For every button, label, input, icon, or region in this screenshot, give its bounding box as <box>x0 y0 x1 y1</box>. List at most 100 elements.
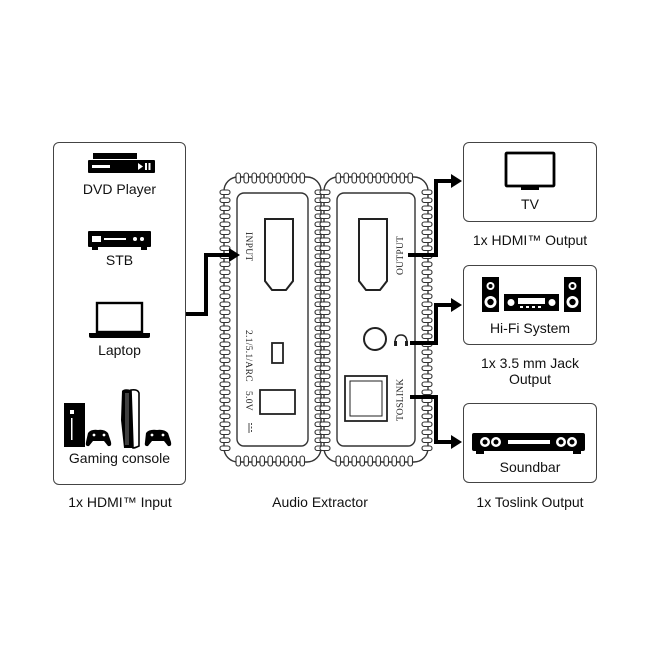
heatsink-rib <box>421 261 433 268</box>
heatsink-rib <box>219 317 231 324</box>
heatsink-rib <box>421 405 433 412</box>
heatsink-rib <box>314 269 326 276</box>
heatsink-rib <box>421 325 433 332</box>
heatsink-rib <box>421 365 433 372</box>
heatsink-rib <box>314 349 326 356</box>
heatsink-rib <box>219 437 231 444</box>
heatsink-rib <box>219 341 231 348</box>
heatsink-rib <box>319 349 331 356</box>
heatsink-rib <box>219 421 231 428</box>
heatsink-rib <box>319 221 331 228</box>
heatsink-rib <box>219 333 231 340</box>
heatsink-rib <box>421 245 433 252</box>
heatsink-rib <box>219 445 231 452</box>
toslink-port-label: TOSLINK <box>396 378 406 421</box>
heatsink-rib <box>319 317 331 324</box>
heatsink-rib <box>319 405 331 412</box>
heatsink-rib <box>319 445 331 452</box>
heatsink-rib <box>319 189 331 196</box>
heatsink-rib <box>267 172 274 184</box>
heatsink-rib <box>421 413 433 420</box>
heatsink-rib <box>219 253 231 260</box>
heatsink-rib <box>219 285 231 292</box>
heatsink-rib <box>235 455 242 467</box>
heatsink-rib <box>319 389 331 396</box>
heatsink-rib <box>251 172 258 184</box>
heatsink-rib <box>314 397 326 404</box>
heatsink-rib <box>367 455 374 467</box>
heatsink-rib <box>319 357 331 364</box>
heatsink-rib <box>319 269 331 276</box>
heatsink-rib <box>319 213 331 220</box>
heatsink-rib <box>399 172 406 184</box>
heatsink-rib <box>319 253 331 260</box>
heatsink-rib <box>421 253 433 260</box>
heatsink-rib <box>319 341 331 348</box>
heatsink-rib <box>314 421 326 428</box>
heatsink-rib <box>314 333 326 340</box>
heatsink-rib <box>314 365 326 372</box>
heatsink-rib <box>219 213 231 220</box>
heatsink-rib <box>219 309 231 316</box>
heatsink-rib <box>314 285 326 292</box>
heatsink-rib <box>421 237 433 244</box>
heatsink-rib <box>219 189 231 196</box>
laptop-label: Laptop <box>98 342 141 358</box>
soundbar-label: Soundbar <box>499 459 561 475</box>
heatsink-rib <box>391 172 398 184</box>
jack-output-caption-line1: 1x 3.5 mm Jack <box>480 355 580 371</box>
heatsink-rib <box>343 455 350 467</box>
heatsink-rib <box>219 237 231 244</box>
heatsink-rib <box>314 389 326 396</box>
heatsink-rib <box>219 397 231 404</box>
heatsink-rib <box>283 172 290 184</box>
heatsink-rib <box>243 172 250 184</box>
heatsink-rib <box>421 285 433 292</box>
heatsink-rib <box>314 293 326 300</box>
jack-output-caption: 1x 3.5 mm Jack Output <box>450 355 610 387</box>
heatsink-rib <box>314 261 326 268</box>
heatsink-rib <box>314 221 326 228</box>
heatsink-rib <box>421 421 433 428</box>
heatsink-rib <box>219 277 231 284</box>
heatsink-rib <box>319 373 331 380</box>
hdmi-output-caption: 1x HDMI™ Output <box>472 232 588 248</box>
heatsink-rib <box>219 405 231 412</box>
heatsink-rib <box>314 381 326 388</box>
heatsink-rib <box>319 277 331 284</box>
heatsink-rib <box>421 341 433 348</box>
heatsink-rib <box>314 253 326 260</box>
jack-output-caption-line2: Output <box>508 371 552 387</box>
heatsink-rib <box>275 455 282 467</box>
heatsink-rib <box>319 413 331 420</box>
heatsink-rib <box>314 429 326 436</box>
heatsink-rib <box>283 455 290 467</box>
heatsink-rib <box>299 455 306 467</box>
heatsink-rib <box>351 455 358 467</box>
heatsink-rib <box>243 455 250 467</box>
heatsink-rib <box>319 333 331 340</box>
heatsink-rib <box>421 205 433 212</box>
heatsink-rib <box>421 189 433 196</box>
heatsink-rib <box>343 172 350 184</box>
heatsink-rib <box>259 455 266 467</box>
tv-label: TV <box>521 196 539 212</box>
stb-label: STB <box>105 252 134 268</box>
heatsink-rib <box>319 261 331 268</box>
heatsink-rib <box>359 455 366 467</box>
heatsink-rib <box>314 197 326 204</box>
heatsink-rib <box>314 357 326 364</box>
heatsink-rib <box>421 381 433 388</box>
heatsink-rib <box>319 237 331 244</box>
heatsink-rib <box>351 172 358 184</box>
heatsink-rib <box>421 277 433 284</box>
heatsink-rib <box>291 172 298 184</box>
heatsink-rib <box>421 269 433 276</box>
heatsink-rib <box>219 349 231 356</box>
heatsink-rib <box>219 325 231 332</box>
heatsink-rib <box>319 285 331 292</box>
heatsink-rib <box>251 455 258 467</box>
output-port-label: OUTPUT <box>396 236 406 275</box>
heatsink-rib <box>314 277 326 284</box>
heatsink-rib <box>319 301 331 308</box>
